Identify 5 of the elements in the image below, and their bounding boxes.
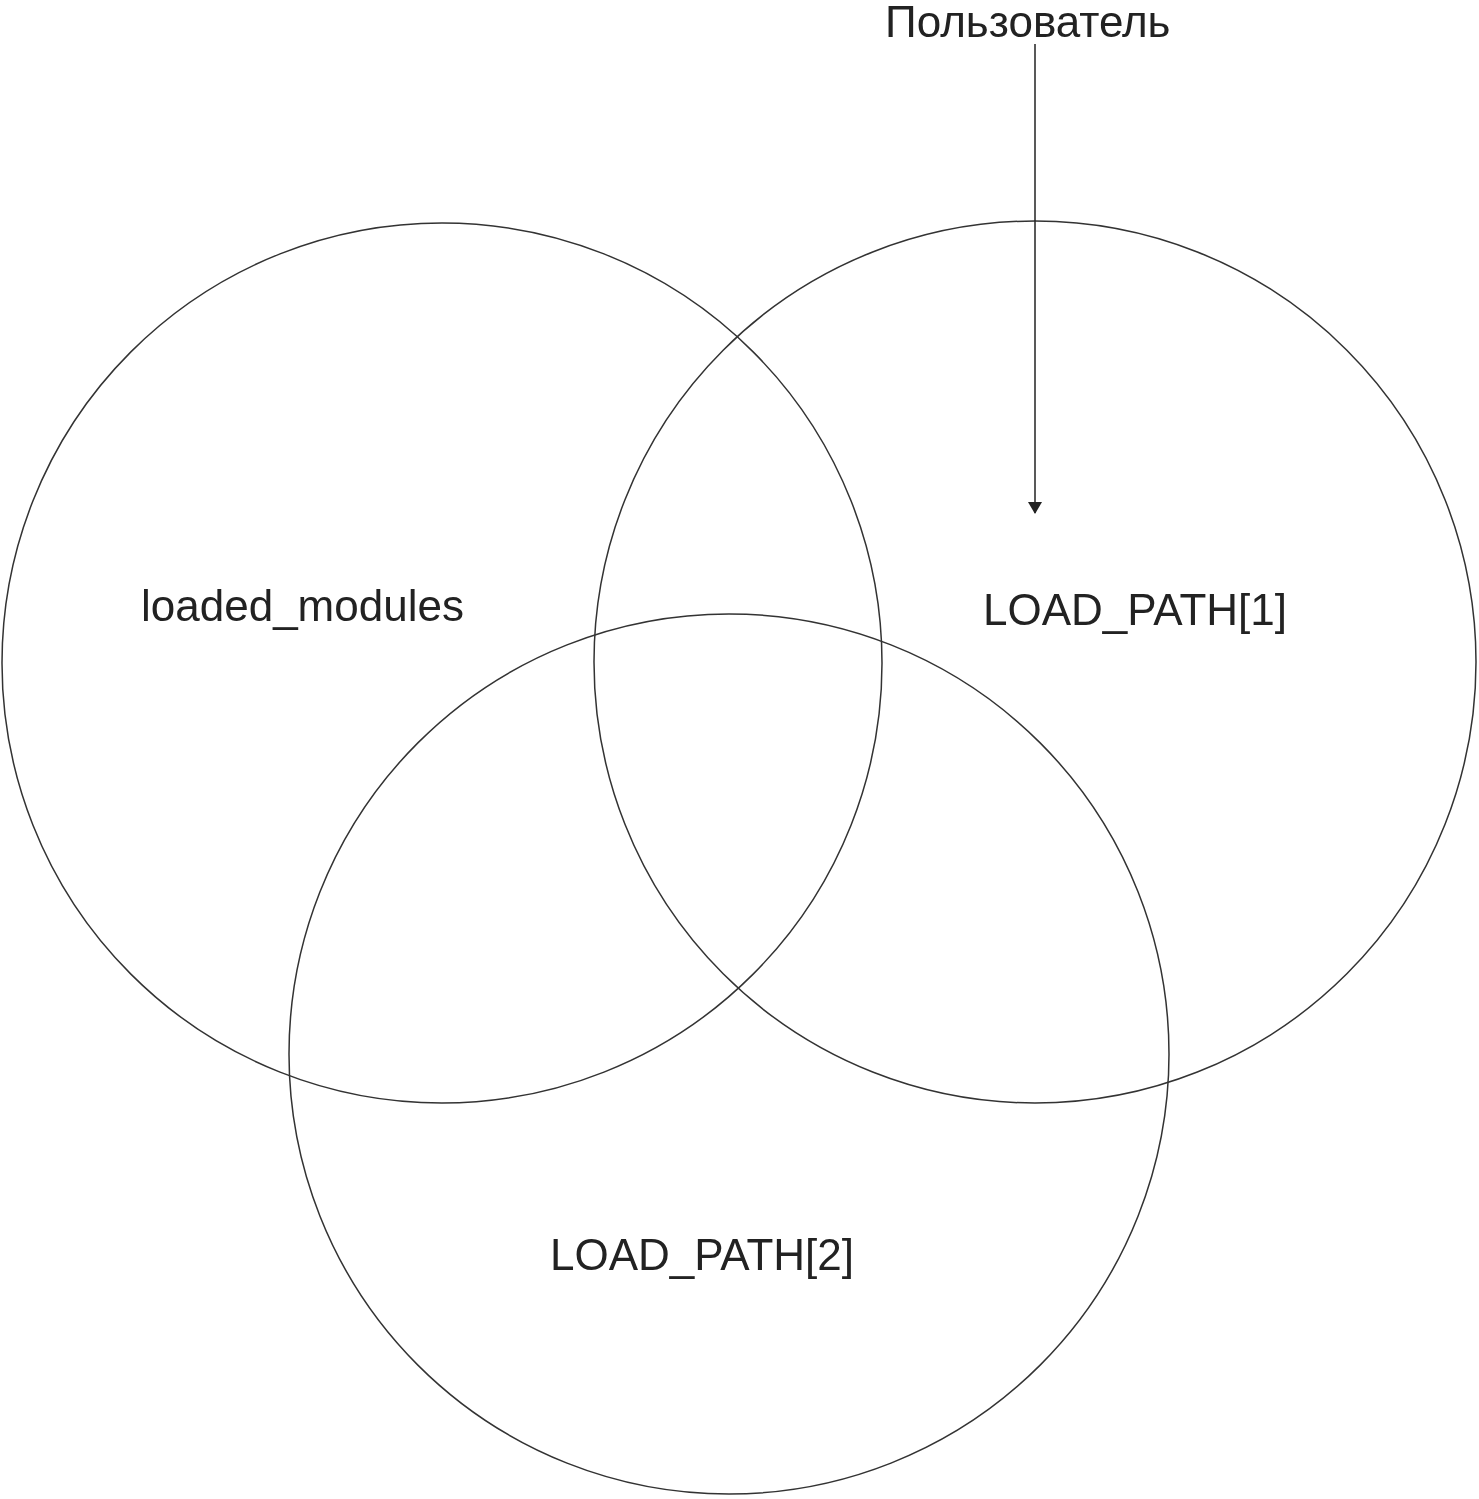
- set-label: LOAD_PATH[2]: [550, 1233, 855, 1277]
- actor-label: Пользователь: [885, 0, 1171, 44]
- arrow: [1028, 43, 1042, 514]
- set-label: LOAD_PATH[1]: [983, 588, 1288, 632]
- set-label: loaded_modules: [141, 584, 464, 628]
